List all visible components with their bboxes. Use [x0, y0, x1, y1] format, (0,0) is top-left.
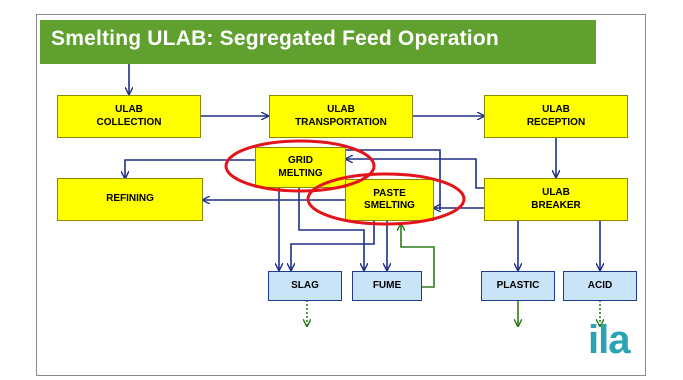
- arrow-grid-fume: [298, 188, 364, 270]
- arrow-breaker-grid: [346, 159, 484, 189]
- plastic-box: PLASTIC: [481, 271, 555, 301]
- line-grid-paste-loop: [346, 149, 441, 210]
- slag-box: SLAG: [268, 271, 342, 301]
- ulab-reception-box: ULAB RECEPTION: [484, 95, 628, 138]
- fume-box: FUME: [352, 271, 422, 301]
- arrow-paste-slag: [291, 221, 375, 270]
- acid-box: ACID: [563, 271, 637, 301]
- refining-box: REFINING: [57, 178, 203, 221]
- arrow-grid-refining: [125, 159, 255, 178]
- slide-frame: [36, 14, 646, 376]
- ulab-transportation-box: ULAB TRANSPORTATION: [269, 95, 413, 138]
- ulab-collection-box: ULAB COLLECTION: [57, 95, 201, 138]
- title-bar: [40, 20, 596, 64]
- slide-title: Smelting ULAB: Segregated Feed Operation: [51, 27, 499, 50]
- arrow-fume-paste-recycle: [401, 224, 435, 288]
- grid-melting-highlight-ring: [224, 139, 376, 193]
- paste-smelting-highlight-ring: [306, 172, 466, 226]
- ila-logo: ila: [588, 318, 630, 362]
- ulab-breaker-box: ULAB BREAKER: [484, 178, 628, 221]
- paste-smelting-box: PASTE SMELTING: [345, 179, 434, 221]
